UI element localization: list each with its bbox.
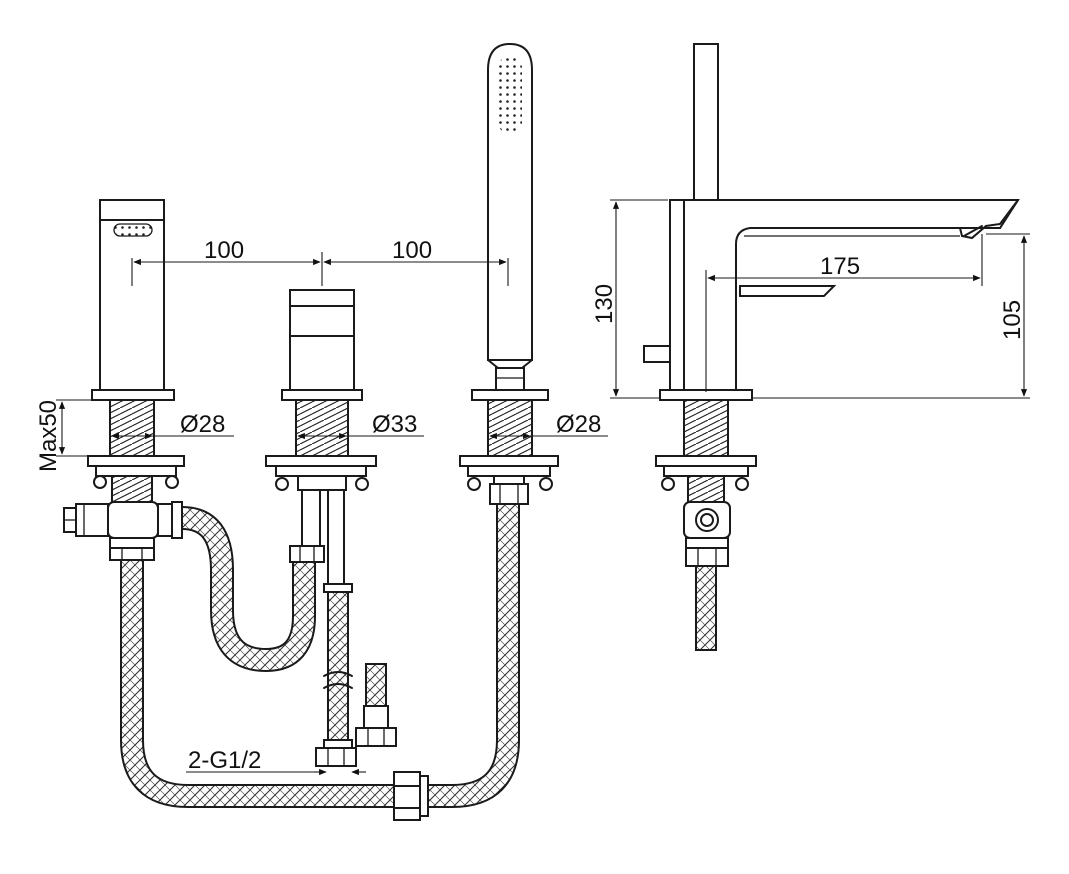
hose-braided-supply-1: [323, 589, 353, 741]
hand-shower: [459, 42, 559, 505]
hose-braided-long: [120, 560, 398, 808]
spout-side-view: [643, 43, 1020, 567]
supply-nut-2: [355, 705, 397, 747]
hose-braided-supply-2: [365, 663, 387, 707]
left-t-connector: [63, 501, 183, 561]
label-connection: 2-G1/2: [188, 747, 261, 774]
label-spout-height: 105: [999, 300, 1026, 340]
dimension-reach: [705, 234, 983, 392]
dimension-spout-height: [752, 233, 1030, 399]
label-dia-right: Ø28: [556, 411, 601, 438]
dimension-spacing: [131, 252, 509, 286]
hose-braided-s-loop: [181, 506, 316, 672]
dimension-height-total: [610, 199, 668, 399]
center-diverter: [265, 289, 377, 593]
supply-nut-1: [315, 739, 357, 767]
label-height-total: 130: [591, 284, 618, 324]
label-spacing-right: 100: [392, 237, 432, 264]
label-reach: 175: [820, 253, 860, 280]
hose-braided-side-view: [695, 565, 717, 651]
left-mixer-valve: [87, 199, 185, 503]
hose-braided-right: [428, 505, 520, 808]
label-dia-left: Ø28: [180, 411, 225, 438]
dimension-max-deck: [56, 399, 92, 457]
label-max-deck: Max50: [35, 400, 62, 472]
label-spacing-left: 100: [204, 237, 244, 264]
label-dia-center: Ø33: [372, 411, 417, 438]
hose-coupling-nut: [393, 771, 429, 821]
